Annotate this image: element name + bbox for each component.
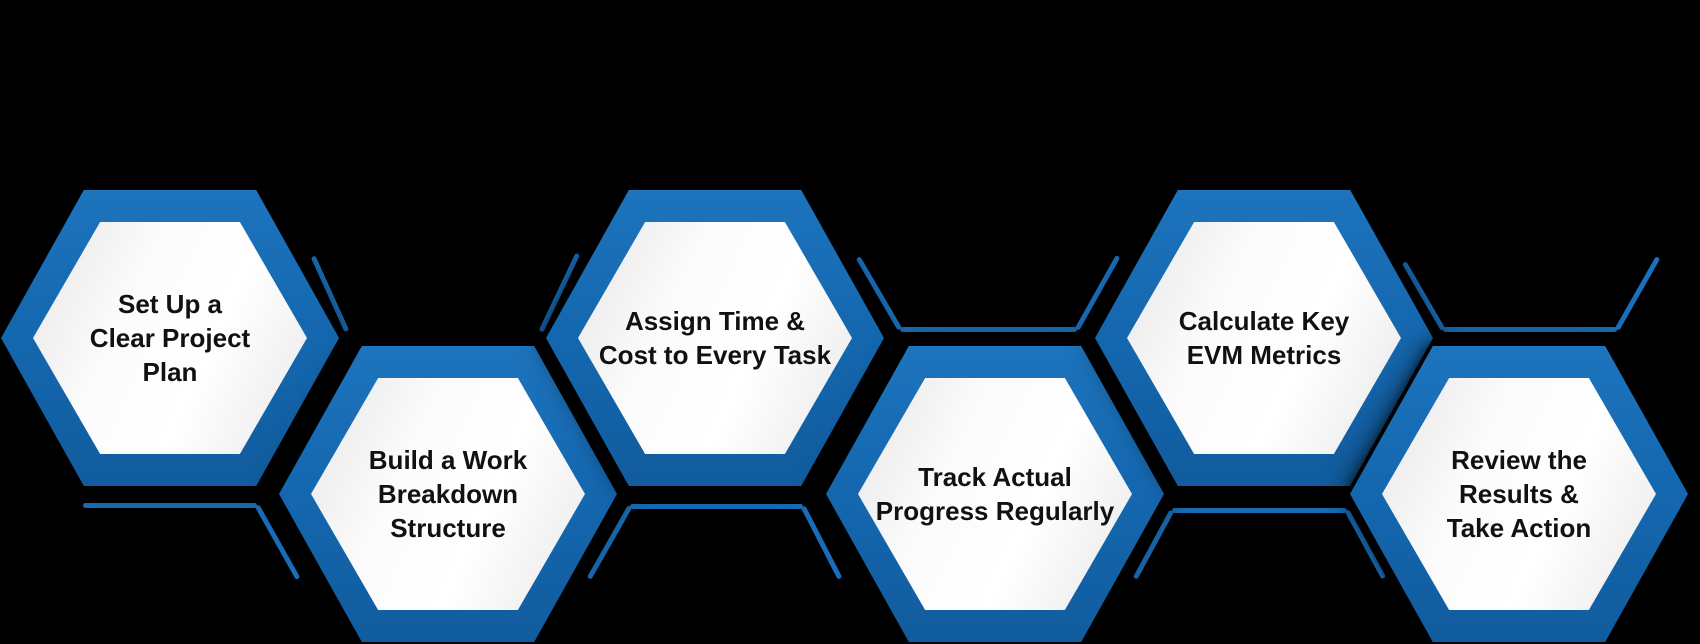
- accent-line: [83, 502, 257, 508]
- accent-line: [1614, 255, 1661, 331]
- hexagon-border: [1350, 346, 1688, 642]
- hexagon-label-line: Clear Project: [89, 323, 251, 353]
- accent-line: [900, 326, 1077, 332]
- hexagon-border: [1, 190, 339, 486]
- hexagon-label-line: Track Actual: [918, 462, 1072, 492]
- hexagon-label-line: Take Action: [1446, 513, 1592, 543]
- accent-line: [1443, 326, 1617, 332]
- hexagon-border: [826, 346, 1164, 642]
- hexagon-label-line: Results &: [1459, 479, 1579, 509]
- hexagon-border: [546, 190, 884, 486]
- accent-line: [630, 503, 803, 509]
- hexagon-label-line: EVM Metrics: [1186, 340, 1342, 370]
- hexagon-label-line: Review the: [1451, 445, 1587, 475]
- hexagon-label-line: Assign Time &: [624, 306, 806, 336]
- hexagon-label-line: Breakdown: [377, 479, 519, 509]
- hexagon-face: [1127, 222, 1401, 454]
- hexagon-border: [279, 346, 617, 642]
- hexagon-face: [33, 222, 307, 454]
- hexagon-face: [1382, 378, 1656, 610]
- hexagon-label-line: Build a Work: [368, 445, 528, 475]
- hexagon-face: [311, 378, 585, 610]
- hexagon-border: [1095, 190, 1433, 486]
- hexagon-label-line: Cost to Every Task: [598, 340, 832, 370]
- hexagon-label-line: Structure: [390, 513, 506, 543]
- hexagon-label-line: Progress Regularly: [875, 496, 1115, 526]
- hexagon-label-line: Set Up a: [117, 289, 223, 319]
- hexagon-label-line: Plan: [142, 357, 198, 387]
- accent-line: [1172, 507, 1347, 513]
- hexagon-label: Assign Time & Cost to Every Task: [580, 224, 850, 452]
- hexagon-label-line: Calculate Key: [1178, 306, 1350, 336]
- hexagon-step-3: Assign Time & Cost to Every Task: [546, 190, 884, 486]
- hexagon-face: [578, 222, 852, 454]
- hexagon-face: [858, 378, 1132, 610]
